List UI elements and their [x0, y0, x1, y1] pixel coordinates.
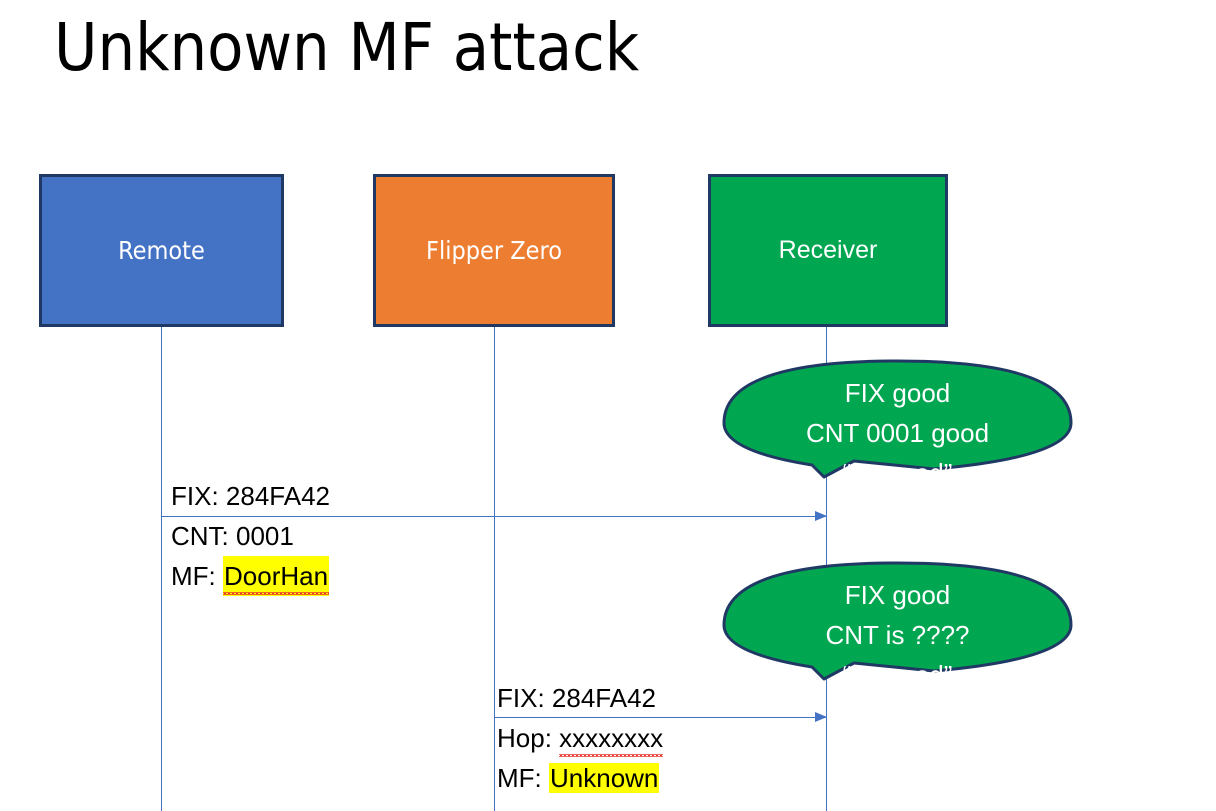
page-title: Unknown MF attack: [54, 9, 640, 86]
message-line-value: xxxxxxxx: [559, 718, 664, 758]
message-arrow-flipper-to-receiver: [494, 712, 827, 722]
message-line-label: FIX:: [497, 683, 552, 713]
message-line-value-highlighted: DoorHan: [223, 556, 330, 596]
message-line: FIX: 284FA42: [497, 678, 663, 718]
message-line: MF: DoorHan: [171, 556, 330, 596]
speech-bubble-receiver-2: FIX good CNT is ???? “Opened”: [722, 561, 1073, 690]
message-line-value-highlighted: Unknown: [549, 763, 660, 793]
message-line: MF: Unknown: [497, 758, 663, 798]
message-line-label: Hop:: [497, 723, 560, 753]
speech-bubble-receiver-1: FIX good CNT 0001 good “Opened”: [722, 359, 1073, 488]
message-line-value: 0001: [236, 521, 294, 551]
actor-box-remote[interactable]: Remote: [39, 174, 284, 327]
message-line-value: 284FA42: [551, 683, 656, 713]
actor-label-remote: Remote: [118, 236, 205, 265]
lifeline-flipper: [494, 327, 495, 811]
message-line-label: CNT:: [171, 521, 236, 551]
message-line-value: 284FA42: [225, 481, 330, 511]
message-line-label: FIX:: [171, 481, 226, 511]
message-line: FIX: 284FA42: [171, 476, 330, 516]
message-line-label: MF:: [497, 763, 549, 793]
message-line-label: MF:: [171, 561, 223, 591]
message-label-remote-to-receiver: FIX: 284FA42 CNT: 0001 MF: DoorHan: [171, 476, 330, 596]
actor-label-receiver: Receiver: [778, 236, 878, 264]
actor-box-flipper[interactable]: Flipper Zero: [373, 174, 615, 327]
actor-box-receiver[interactable]: Receiver: [708, 174, 948, 327]
message-arrow-remote-to-receiver: [161, 511, 827, 521]
message-label-flipper-to-receiver: FIX: 284FA42 Hop: xxxxxxxx MF: Unknown: [497, 678, 664, 798]
lifeline-remote: [161, 327, 162, 811]
message-line: Hop: xxxxxxxx: [497, 718, 664, 758]
actor-label-flipper: Flipper Zero: [426, 236, 562, 265]
speech-bubble-shape: [722, 561, 1073, 681]
message-line: CNT: 0001: [171, 516, 330, 556]
speech-bubble-shape: [722, 359, 1073, 479]
